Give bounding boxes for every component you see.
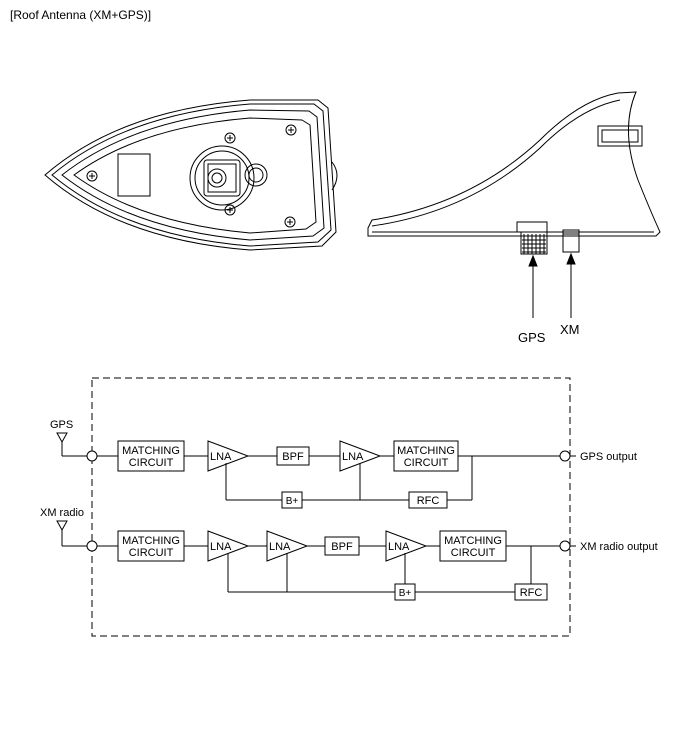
xm-bias-label: B+ [399,588,412,599]
xm-matching-in-line1: MATCHING [122,535,180,547]
screw-icon [86,170,98,182]
xm-input-node [86,540,98,552]
xm-lna3-label: LNA [388,541,410,553]
xm-output-label: XM radio output [580,541,658,553]
screw-icon [285,124,297,136]
xm-matching-in-box [117,530,185,562]
gps-lna1-label: LNA [210,451,232,463]
page-title: [Roof Antenna (XM+GPS)] [10,8,152,22]
callout-xm: XM [560,322,580,337]
xm-matching-in-line2: CIRCUIT [129,547,174,559]
xm-rfc-label: RFC [520,587,543,599]
gps-matching-out-line1: MATCHING [397,445,455,457]
gps-lna2-label: LNA [342,451,364,463]
xm-bpf-label: BPF [331,541,353,553]
gps-rfc-label: RFC [417,495,440,507]
gps-input-node [86,450,98,462]
xm-matching-out-line1: MATCHING [444,535,502,547]
antenna-side-view [367,91,661,255]
xm-input-label: XM radio [40,507,84,519]
screw-icon [224,204,236,216]
arrow-up-icon [566,252,576,265]
arrow-up-icon [528,254,538,267]
screw-icon [284,216,296,228]
antenna-top-view [44,99,338,251]
gps-output-label: GPS output [580,451,637,463]
xm-connector [562,229,580,253]
antenna-icon [56,520,68,532]
antenna-module-boundary [91,377,571,637]
callout-gps: GPS [518,330,546,345]
gps-lna1-triangle [207,440,250,472]
gps-matching-in-line1: MATCHING [122,445,180,457]
gps-chain [56,432,576,509]
xm-chain [56,520,576,601]
gps-matching-out-line2: CIRCUIT [404,457,449,469]
gps-connector [520,231,548,255]
xm-lna2-label: LNA [269,541,291,553]
gps-input-label: GPS [50,419,73,431]
side-view-cap [597,125,643,147]
gps-bpf-label: BPF [282,451,304,463]
gps-bias-label: B+ [286,496,299,507]
gps-matching-out-box [393,440,459,472]
connector-boss [189,145,255,211]
xm-lna1-label: LNA [210,541,232,553]
xm-matching-out-line2: CIRCUIT [451,547,496,559]
top-view-label-plate [117,153,151,197]
xm-output-node [559,540,571,552]
antenna-icon [56,432,68,444]
callout-arrows [528,252,576,318]
screw-icon [224,132,236,144]
gps-matching-in-line2: CIRCUIT [129,457,174,469]
xm-lna3-triangle [385,530,428,562]
gps-output-node [559,450,571,462]
